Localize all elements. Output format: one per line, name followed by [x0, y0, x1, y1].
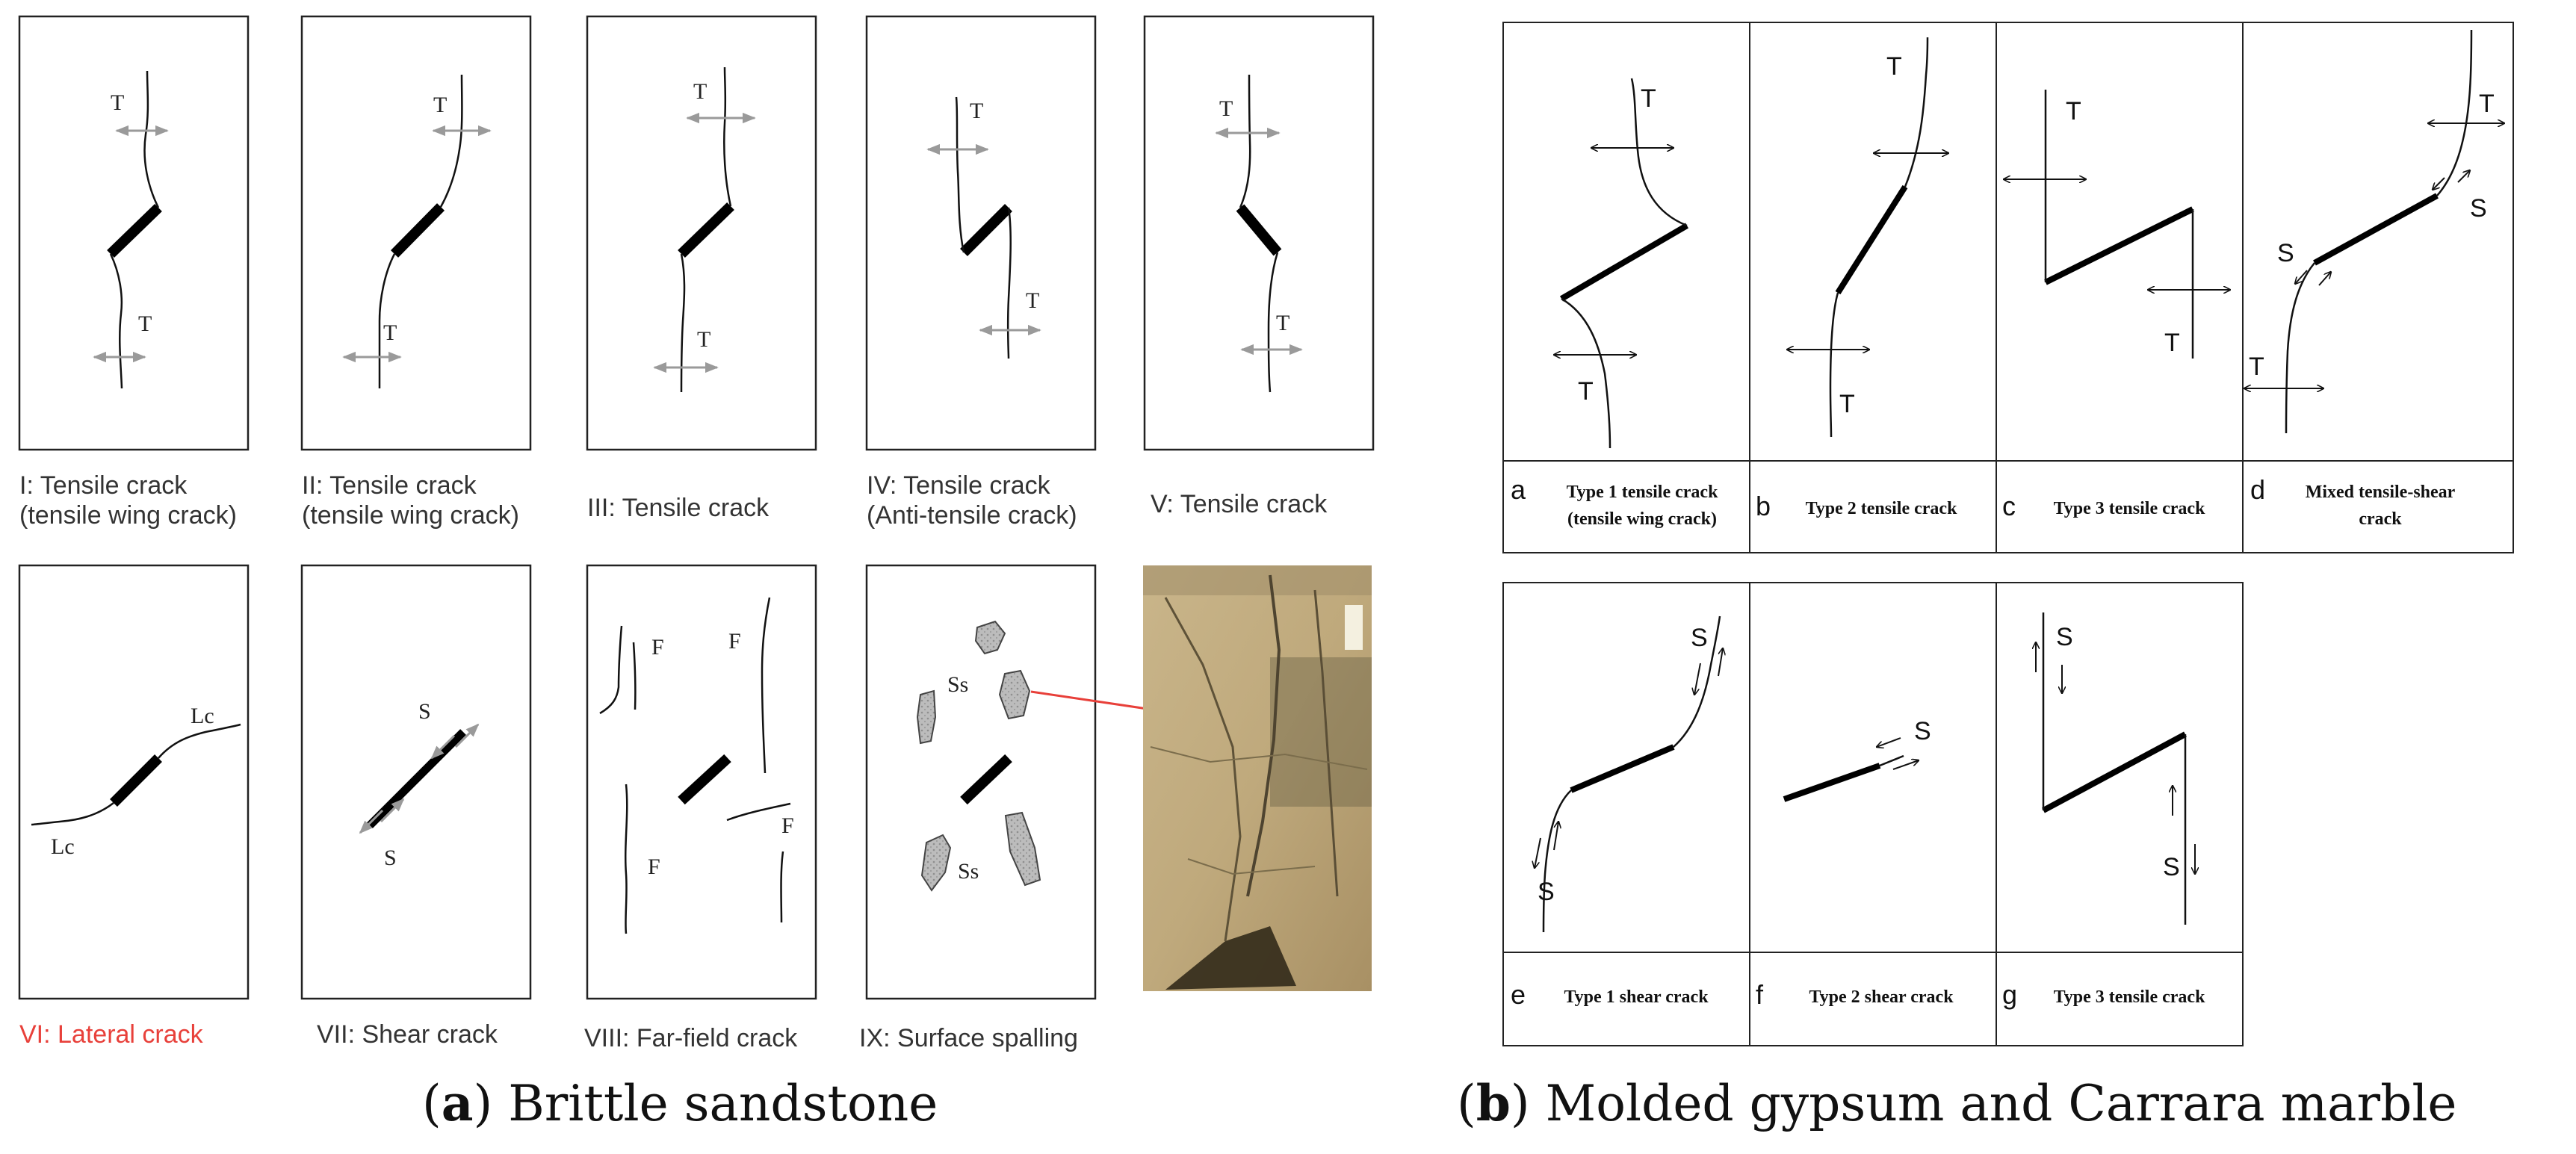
- label-t: T: [2479, 90, 2495, 118]
- label-lc: Lc: [51, 834, 75, 859]
- caption-c: Type 3 tensile crack: [2054, 499, 2206, 518]
- caption-VIII: VIII: Far-field crack: [584, 1023, 797, 1053]
- caption-line: (tensile wing crack): [302, 501, 519, 530]
- caption-IV: IV: Tensile crack (Anti-tensile crack): [867, 471, 1077, 530]
- caption-e: Type 1 shear crack: [1564, 987, 1709, 1007]
- label-t: T: [1839, 390, 1855, 418]
- caption-letter: c: [2002, 491, 2016, 521]
- caption-a-line1: Type 1 tensile crack: [1567, 483, 1719, 502]
- box-VIII: F F F F: [586, 564, 817, 1000]
- label-t: T: [1219, 96, 1233, 121]
- label-t: T: [111, 90, 124, 115]
- caption-line: I: Tensile crack: [19, 471, 188, 500]
- label-s: S: [1914, 717, 1931, 745]
- cell-d-mixed-tensile-shear: T S S T: [2244, 29, 2504, 434]
- label-s: S: [1538, 878, 1555, 906]
- box-VI: Lc Lc: [18, 564, 250, 1000]
- label-f: F: [728, 629, 741, 654]
- panel-b-grid-top: [1502, 22, 2514, 553]
- caption-line: V: Tensile crack: [1151, 490, 1328, 518]
- label-t: T: [697, 327, 710, 352]
- label-t: T: [1026, 288, 1039, 313]
- caption-line: VII: Shear crack: [317, 1020, 498, 1049]
- box-III: T T: [586, 15, 817, 451]
- panel-b-title: (b) Molded gypsum and Carrara marble: [1457, 1074, 2457, 1132]
- box-II: T T: [300, 15, 532, 451]
- label-f: F: [651, 635, 664, 660]
- sandstone-photo: [1143, 565, 1372, 991]
- caption-letter: b: [1756, 491, 1771, 521]
- panel-a-title: (a) Brittle sandstone: [422, 1074, 938, 1132]
- caption-letter: e: [1511, 979, 1526, 1010]
- caption-letter: g: [2002, 979, 2017, 1010]
- cell-g-type3-tensile: S S: [2036, 612, 2195, 925]
- label-ss: Ss: [947, 672, 968, 697]
- label-t: T: [2164, 329, 2180, 357]
- caption-line: IV: Tensile crack: [867, 471, 1050, 500]
- caption-III: III: Tensile crack: [587, 493, 769, 523]
- cell-c-type3-tensile: T T: [2004, 90, 2230, 359]
- label-t: T: [138, 311, 152, 336]
- cell-e-type1-shear: S S: [1535, 615, 1723, 933]
- label-t: T: [970, 99, 983, 123]
- panel-a-letter: a: [441, 1074, 474, 1132]
- box-V: T T: [1143, 15, 1375, 451]
- box-I: T T: [18, 15, 250, 451]
- label-s: S: [2470, 194, 2487, 223]
- panel-b-title-text: Molded gypsum and Carrara marble: [1545, 1075, 2457, 1132]
- label-ss: Ss: [958, 859, 979, 884]
- label-t: T: [1578, 377, 1594, 406]
- caption-d-line1: Mixed tensile-shear: [2306, 483, 2456, 502]
- box-IV: T T: [865, 15, 1097, 451]
- panel-a-title-text: Brittle sandstone: [508, 1075, 938, 1132]
- caption-a-line2: (tensile wing crack): [1567, 509, 1717, 529]
- caption-line: (tensile wing crack): [19, 501, 237, 530]
- caption-b: Type 2 tensile crack: [1806, 499, 1958, 518]
- label-s: S: [1691, 624, 1708, 652]
- caption-d-line2: crack: [2359, 509, 2402, 529]
- caption-I: I: Tensile crack (tensile wing crack): [19, 471, 237, 530]
- label-s: S: [2277, 239, 2294, 267]
- label-s: S: [2163, 853, 2180, 881]
- caption-line: II: Tensile crack: [302, 471, 477, 500]
- label-t: T: [1276, 311, 1289, 335]
- caption-line: (Anti-tensile crack): [867, 501, 1077, 530]
- label-s: S: [384, 846, 397, 870]
- caption-V: V: Tensile crack: [1151, 489, 1327, 519]
- cell-f-type2-shear: S: [1783, 717, 1931, 802]
- caption-VII: VII: Shear crack: [317, 1020, 498, 1049]
- box-VII: S S: [300, 564, 532, 1000]
- caption-line: VI: Lateral crack: [19, 1020, 203, 1049]
- label-s: S: [2056, 623, 2073, 651]
- caption-g: Type 3 tensile crack: [2054, 987, 2206, 1007]
- caption-IX: IX: Surface spalling: [859, 1023, 1078, 1053]
- caption-line: IX: Surface spalling: [859, 1024, 1078, 1052]
- panel-b-letter: b: [1476, 1074, 1511, 1132]
- caption-letter: d: [2250, 474, 2265, 505]
- caption-II: II: Tensile crack (tensile wing crack): [302, 471, 519, 530]
- label-t: T: [693, 79, 707, 104]
- caption-letter: f: [1756, 979, 1764, 1010]
- label-t: T: [1886, 52, 1902, 81]
- label-t: T: [383, 320, 397, 345]
- caption-line: VIII: Far-field crack: [584, 1024, 798, 1052]
- cell-a-type1-tensile: T T: [1554, 78, 1689, 449]
- label-lc: Lc: [191, 704, 214, 728]
- label-t: T: [1641, 84, 1656, 113]
- caption-line: III: Tensile crack: [587, 494, 770, 522]
- caption-VI: VI: Lateral crack: [19, 1020, 203, 1049]
- panel-b-grid-bottom: [1502, 582, 2244, 1046]
- caption-letter: a: [1511, 474, 1526, 505]
- panel-b-captions: a Type 1 tensile crack (tensile wing cra…: [1511, 474, 2456, 1010]
- label-f: F: [648, 854, 660, 879]
- label-t: T: [433, 93, 447, 117]
- label-s: S: [418, 699, 431, 724]
- label-t: T: [2066, 97, 2081, 125]
- label-f: F: [781, 813, 794, 838]
- caption-f: Type 2 shear crack: [1809, 987, 1954, 1007]
- cell-b-type2-tensile: T T: [1787, 37, 1948, 438]
- label-t: T: [2249, 353, 2264, 381]
